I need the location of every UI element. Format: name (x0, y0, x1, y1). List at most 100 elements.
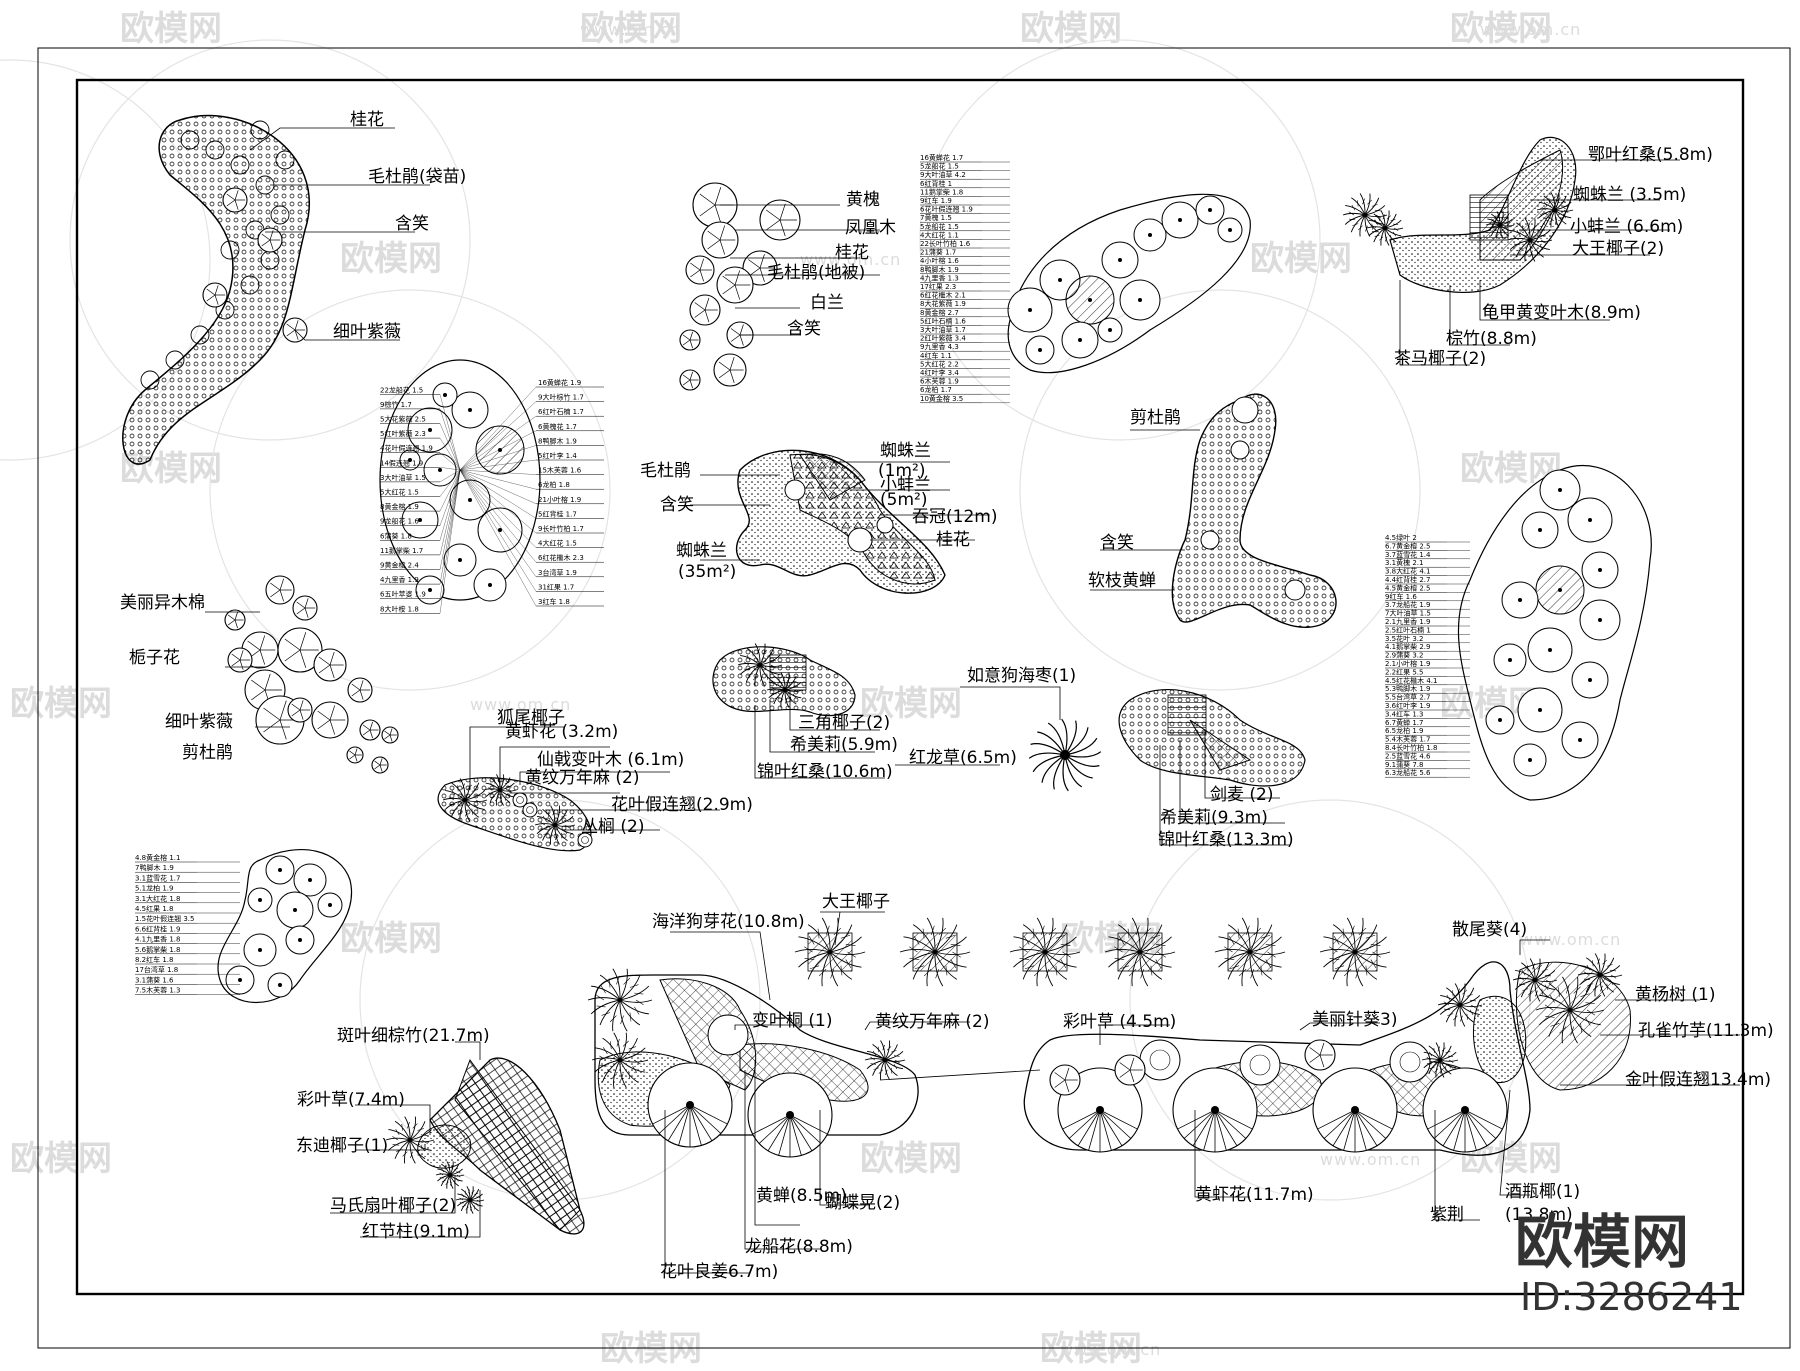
planting-center (468, 498, 472, 502)
label-sanjiaoyezi: 三角椰子(2) (798, 713, 890, 733)
planting-center (468, 408, 472, 412)
planting-center (1118, 258, 1122, 262)
planting-center (1538, 528, 1542, 532)
planting-center (1138, 298, 1142, 302)
schedule-callout: 6蒲葵 1.8 (380, 531, 412, 540)
pinwheel-palm-group: 如意狗海枣(1) 红龙草(6.5m) (895, 666, 1102, 792)
huangwen-palm (864, 1040, 906, 1080)
schedule-callout: 4九里香 1.9 (380, 575, 419, 584)
left-tree-cluster: 美丽异木棉 栀子花 细叶紫薇 剪杜鹃 (120, 575, 399, 774)
shrub-symbol (512, 792, 528, 808)
label-chamayezi: 茶马椰子(2) (1394, 349, 1486, 369)
planting-center (428, 428, 432, 432)
crescent-bed (122, 114, 311, 465)
umbrella-tree-symbol (1312, 1067, 1398, 1153)
planting-center (1518, 598, 1522, 602)
schedule-callout: 6龙柏 1.8 (538, 480, 570, 489)
planting-center (238, 978, 242, 982)
cluster1-tree (716, 266, 754, 304)
cluster1-tree (701, 221, 739, 259)
schedule-callout: 4.5绿叶 2 (1385, 533, 1417, 542)
mashi-palm (435, 1161, 465, 1189)
schedule-callout: 2.5红叶石楠 1 (1385, 625, 1431, 634)
schedule-callout: 4九里香 1.3 (920, 273, 959, 282)
schedule-callout: 4大红花 1.5 (538, 539, 577, 548)
schedule-callout: 8黄金榕 2.7 (920, 308, 959, 317)
bottom-beds-group: 大王椰子 (587, 892, 1774, 1282)
shrub-symbol (522, 802, 538, 818)
cluster1-tree (679, 329, 701, 351)
label-dawangyezi: 大王椰子(2) (1572, 239, 1664, 259)
huangyang-palm (1535, 976, 1605, 1044)
cluster1-tree (759, 199, 801, 241)
cluster1-tree (679, 369, 701, 391)
schedule-callout: 3.6红叶李 1.9 (1385, 701, 1431, 710)
schedule-c-callouts: 4.5绿叶 26.7黄金榕 2.53.7蓝雪花 1.43.1黄槐 2.13.8大… (1385, 533, 1470, 778)
label-maodujuan-daimiao: 毛杜鹃(袋苗) (368, 167, 466, 187)
schedule-callout: 9黄金榕 2.4 (380, 561, 419, 570)
schedule-callout: 9九里香 4.3 (920, 342, 959, 351)
planting-center (1538, 708, 1542, 712)
pinwheel-palm-symbol (1028, 718, 1102, 792)
watermark-text: 欧模网 (1020, 9, 1122, 49)
label-jiandujuan-2: 剪杜鹃 (182, 743, 233, 763)
schedule-callout: 5红叶李 1.4 (538, 451, 577, 460)
crescent-tree (202, 282, 228, 308)
label-tunguan: 吞冠(12m) (912, 507, 997, 527)
caiyecao-tree (1114, 1054, 1146, 1086)
label-zhizihua: 栀子花 (129, 648, 180, 668)
foxtail-bed-group: 狐尾椰子 黄虾花 (3.2m) 仙戟变叶木 (6.1m) 黄纹万年麻 (2) 花… (437, 708, 753, 852)
planting-center (258, 898, 262, 902)
schedule-callout: 4小叶榕 1.6 (920, 256, 959, 265)
planting-center (458, 558, 462, 562)
schedule-callout: 16黄蝉花 1.7 (920, 153, 963, 162)
leftcluster-tree (224, 609, 246, 631)
planting-center (1038, 348, 1042, 352)
schedule-callout: 5龙船花 1.5 (920, 162, 959, 171)
label-banyexizongzhu: 斑叶细棕竹(21.7m) (337, 1026, 490, 1046)
planting-center (1558, 588, 1562, 592)
label-huangxiahua: 黄虾花 (3.2m) (505, 722, 618, 742)
schedule-callout: 3.7蓝雪花 1.4 (1385, 550, 1431, 559)
cluster1-tree-symbols (679, 182, 801, 391)
schedule-callout: 8鸭脚木 1.9 (920, 265, 959, 274)
leftcluster-tree (227, 647, 253, 673)
schedule-callout: 5.1龙柏 1.9 (135, 884, 174, 893)
leftcluster-tree (311, 701, 349, 739)
label-ximeili-2: 希美莉(9.3m) (1160, 808, 1268, 828)
dawangyezi-row-palm (1009, 917, 1081, 987)
schedule-callout: 6红背桂 1 (920, 179, 952, 188)
planting-center (298, 938, 302, 942)
schedule-callout: 3大叶油草 1.5 (380, 473, 426, 482)
crescent-shrub (270, 205, 290, 225)
schedule-callout: 4.1鹅掌柴 2.9 (1385, 642, 1431, 651)
watermark-text: 欧模网 (860, 684, 962, 724)
schedule-callout: 1.5花叶假连翘 3.5 (135, 914, 195, 923)
schedule-callout: 6红花檵木 2.1 (920, 291, 966, 300)
schedule-callout: 4.8黄金榕 1.1 (135, 853, 181, 862)
schedule-callout: 5红叶石楠 1.6 (920, 316, 966, 325)
schedule-callout: 6.6红背桂 1.9 (135, 924, 181, 933)
watermark-text: 欧模网 (580, 9, 682, 49)
watermark-text: 欧模网 (860, 1139, 962, 1179)
watermark-url: www.om.cn (580, 20, 681, 39)
watermark-url: www.om.cn (1060, 1340, 1161, 1359)
lily-bed-group: 蜘蛛兰 (1m²) 小蚌兰 (5m²) 吞冠(12m) 桂花 毛杜鹃 含笑 蜘蛛… (640, 441, 997, 594)
schedule-callout: 11鹅掌柴 1.8 (920, 187, 963, 196)
planting-center (1508, 658, 1512, 662)
schedule-callout: 6五叶苹婆 1.9 (380, 590, 426, 599)
dawangyezi-palm (1507, 218, 1553, 262)
sanweikui-palm (1512, 958, 1558, 1002)
crescent-shrub (165, 350, 185, 370)
schedule-callout: 4.5红花檵木 4.1 (1385, 676, 1438, 685)
brand-id: ID:3286241 (1520, 1275, 1743, 1319)
crescent-shrub (180, 130, 200, 150)
crescent-shrub (250, 120, 270, 140)
umbrella-tree-symbol (1172, 1067, 1258, 1153)
bed2-group: 剑麦 (2) 希美莉(9.3m) 锦叶红桑(13.3m) (1118, 689, 1306, 850)
schedule-callout: 9大叶棕竹 1.7 (538, 393, 584, 402)
schedule-b-circles (1007, 195, 1243, 365)
